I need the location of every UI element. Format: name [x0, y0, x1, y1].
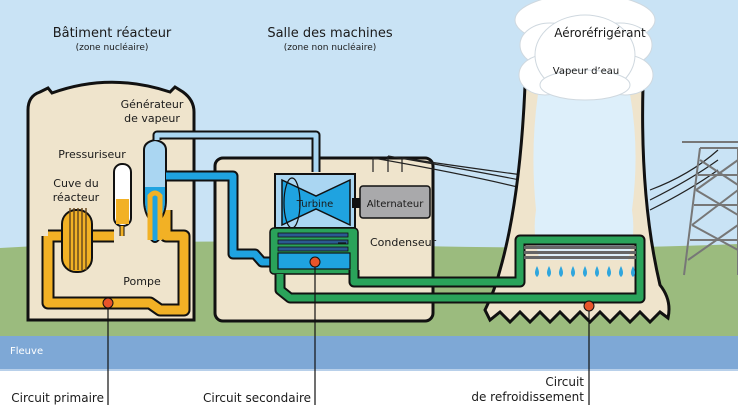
steam-generator-label-2: de vapeur	[124, 112, 180, 125]
secondary-circuit	[152, 130, 321, 268]
cooling-circuit-label-2: de refroidissement	[471, 390, 584, 404]
machine-hall-label: Salle des machines	[267, 26, 393, 41]
primary-marker	[102, 297, 114, 309]
water-drop	[631, 266, 635, 277]
machine-hall-sublabel: (zone non nucléaire)	[284, 42, 377, 53]
cooling-circuit-label-1: Circuit	[545, 375, 584, 389]
turbine-label: Turbine	[296, 199, 334, 210]
reactor-vessel-label-1: Cuve du	[53, 177, 98, 190]
caption-band	[0, 371, 738, 417]
alternator-label: Alternateur	[367, 199, 425, 210]
water-drop	[619, 266, 623, 277]
pump-label: Pompe	[123, 275, 161, 288]
reactor-building-label: Bâtiment réacteur	[53, 26, 172, 41]
river	[0, 336, 738, 370]
cooling-circuit	[274, 234, 646, 304]
secondary-circuit-label: Circuit secondaire	[203, 391, 311, 405]
secondary-marker	[309, 256, 321, 268]
water-drop	[583, 266, 587, 277]
cooling-tower	[483, 84, 671, 325]
water-drop	[595, 266, 599, 277]
water-drop	[559, 266, 563, 277]
water-drops	[535, 266, 635, 277]
river-label: Fleuve	[10, 346, 43, 357]
water-drop	[535, 266, 539, 277]
steam-generator	[143, 138, 167, 243]
river-edge	[0, 369, 738, 371]
water-drop	[571, 266, 575, 277]
leader-lines	[107, 267, 590, 405]
water-vapor-label: Vapeur d’eau	[553, 66, 619, 77]
condenser-label: Condenseur	[370, 236, 437, 249]
reactor-vessel-label-2: réacteur	[53, 191, 100, 204]
reactor-building-sublabel: (zone nucléaire)	[76, 42, 149, 53]
primary-circuit-label: Circuit primaire	[11, 391, 104, 405]
primary-circuit	[41, 163, 191, 317]
electricity-pylon	[682, 141, 738, 276]
pressurizer-label: Pressuriseur	[58, 148, 126, 161]
steam-cloud	[514, 0, 656, 101]
water-drop	[607, 266, 611, 277]
alternator	[359, 185, 431, 219]
shaft	[352, 198, 362, 208]
reactor-vessel	[61, 209, 93, 273]
cooling-marker	[583, 300, 595, 312]
steam-generator-label-1: Générateur	[121, 98, 184, 111]
power-lines	[372, 149, 719, 211]
tower-heat-exchanger	[524, 246, 636, 259]
condenser	[269, 227, 359, 275]
cooling-tower-label: Aéroréfrigérant	[554, 26, 646, 40]
water-drop	[547, 266, 551, 277]
